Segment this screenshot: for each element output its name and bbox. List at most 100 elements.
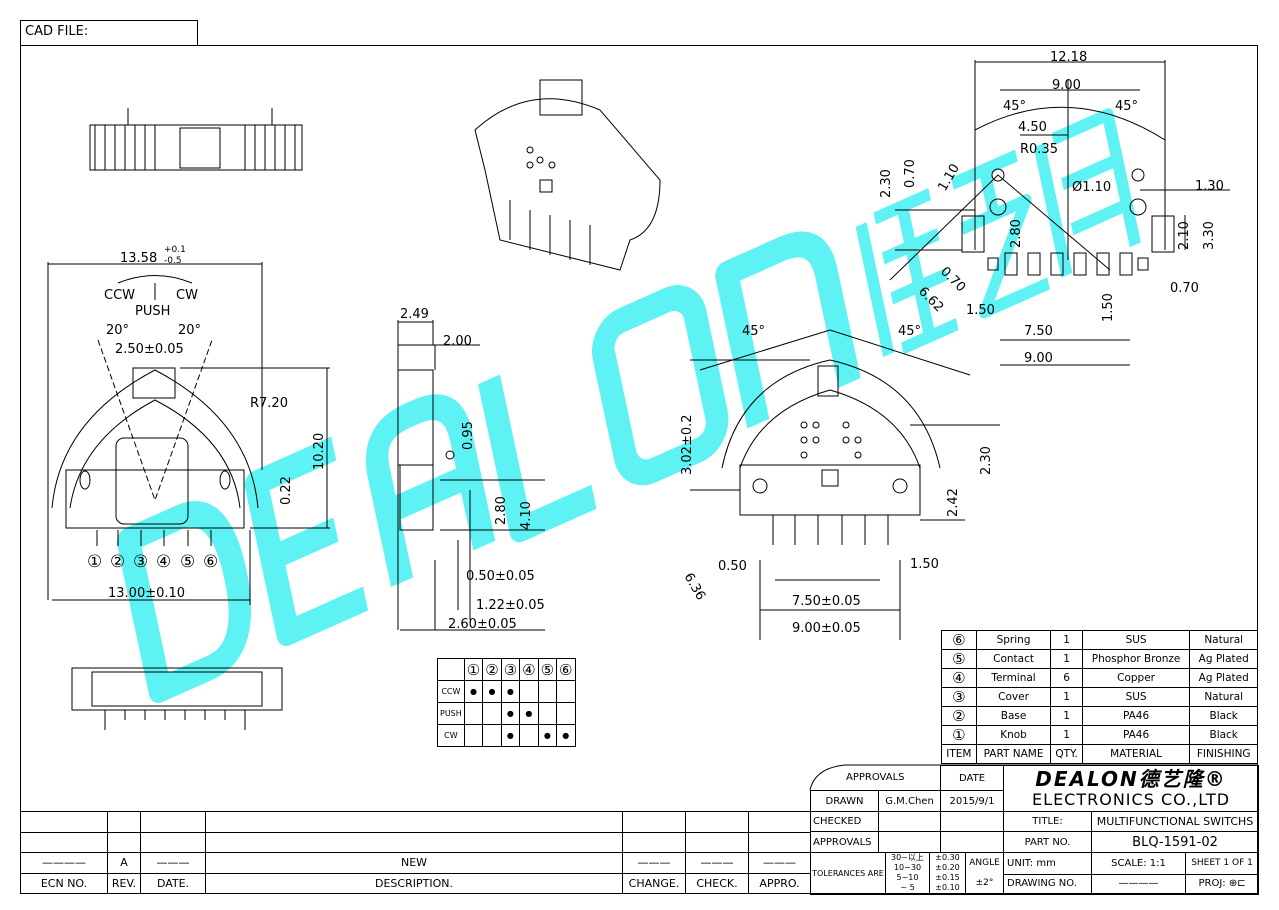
dim-height: 10.20 [312,433,327,470]
watermark-letter-a [365,394,496,588]
date-header: DATE [940,765,1005,791]
row-label: CW [437,724,465,747]
row-label: CCW [437,680,465,703]
dim-pcb-d3: 6.62 [915,284,946,315]
part-no-label: PART NO. [1003,831,1093,853]
bom-item: ① [941,725,977,745]
col-2: ② [482,658,502,681]
dim-pcb-w4: 1.30 [1195,179,1224,194]
dim-pcb-r: R0.35 [1020,142,1058,157]
terminal-2: ② [110,552,125,572]
dim-pcb-w1: 12.18 [1050,50,1087,65]
dim-pcb-v1: 0.70 [903,159,918,188]
h-desc: DESCRIPTION. [205,872,623,894]
h-change: CHANGE. [622,872,686,894]
dim-bot-a1: 45° [742,324,765,339]
bom-item: ③ [941,687,977,707]
dim-side-4: 2.80 [494,496,509,525]
approvals-label: APPROVALS [810,831,879,853]
bom-finish: Natural [1189,630,1258,650]
pcb-layout-drawing [889,60,1230,366]
bom-name: Contact [975,649,1052,669]
bom-item: ② [941,706,977,726]
tol-value: ±0.20 [935,863,960,872]
bom-qty: 1 [1050,706,1083,726]
dim-knob: 2.50±0.05 [115,342,184,357]
dim-pcb-w3: 4.50 [1018,120,1047,135]
part-no: BLQ-1591-02 [1091,831,1260,853]
row-push: PUSH●● [437,702,576,725]
dim-pcb-v3: 2.80 [1009,219,1024,248]
dim-bot-d1: 6.36 [681,571,708,604]
top-view [89,108,303,171]
dim-pcb-v6: 1.50 [1101,293,1116,322]
row-ccw: CCW●●● [437,680,576,703]
dim-pcb-a1: 45° [1003,99,1026,114]
dim-bot-w2: 1.50 [910,557,939,572]
watermark-letter-n [715,231,861,429]
dim-side-8: 2.60±0.05 [448,617,517,632]
dim-pcb-d1: 1.10 [935,161,962,194]
h-item: ITEM [941,744,977,764]
tol-range: ~ 5 [900,883,915,892]
bom-name: Cover [975,687,1052,707]
tol-value: ±0.10 [935,883,960,892]
terminal-3: ③ [133,552,148,572]
bom-material: SUS [1081,630,1191,650]
watermark-letter-d [116,501,252,703]
dim-bot-h1: 3.02±0.2 [680,414,695,475]
iso-view [474,79,661,271]
bom-qty: 1 [1050,687,1083,707]
bom-qty: 1 [1050,630,1083,650]
drawn-date: 2015/9/1 [940,790,1005,812]
row-cw: CW●●● [437,724,576,747]
company-name: ELECTRONICS CO.,LTD [1032,789,1231,809]
dim-pcb-w2: 9.00 [1052,78,1081,93]
bom-name: Spring [975,630,1052,650]
bom-name: Terminal [975,668,1052,688]
bom-name: Knob [975,725,1052,745]
unit: UNIT: mm [1004,855,1091,875]
angle-tol: ±2° [975,878,994,888]
bom-name: Base [975,706,1052,726]
drawing-no-label: DRAWING NO. [1007,878,1077,889]
h-rev: REV. [107,872,141,894]
terminal-1: ① [87,552,102,572]
dim-bot-a2: 45° [898,324,921,339]
title-label: TITLE: [1003,811,1093,832]
front-view [47,262,330,605]
tol-value: ±0.15 [935,873,960,882]
h-appro: APPRO. [748,872,811,894]
watermark-letter-l [478,374,597,543]
dim-pcb-w8: 9.00 [1024,351,1053,366]
approvals-header: APPROVALS [810,765,942,791]
bom-finish: Ag Plated [1189,649,1258,669]
sheet: SHEET 1 OF 1 [1186,855,1258,875]
bom-material: Copper [1081,668,1191,688]
dim-side-7: 1.22±0.05 [476,598,545,613]
tol-range: 30~以上 [891,853,924,863]
tol-range: 10~30 [893,863,922,872]
col-1: ① [463,658,484,681]
dim-pcb-w7: 7.50 [1024,324,1053,339]
dim-pcb-d2: 0.70 [937,264,968,295]
dim-bot-w4: 9.00±0.05 [792,621,861,636]
date-value: ——— [140,852,206,874]
dim-pcb-v2: 2.30 [879,169,894,198]
check-value: ——— [685,852,749,874]
bom-material: SUS [1081,687,1191,707]
bom-material: Phosphor Bronze [1081,649,1191,669]
col-3: ③ [500,658,521,681]
bom-qty: 1 [1050,649,1083,669]
revision-table: ————A———NEW————————— ECN NO.REV.DATE.DES… [20,811,811,894]
watermark-letter-e [244,436,369,647]
h-ecn: ECN NO. [20,872,108,894]
